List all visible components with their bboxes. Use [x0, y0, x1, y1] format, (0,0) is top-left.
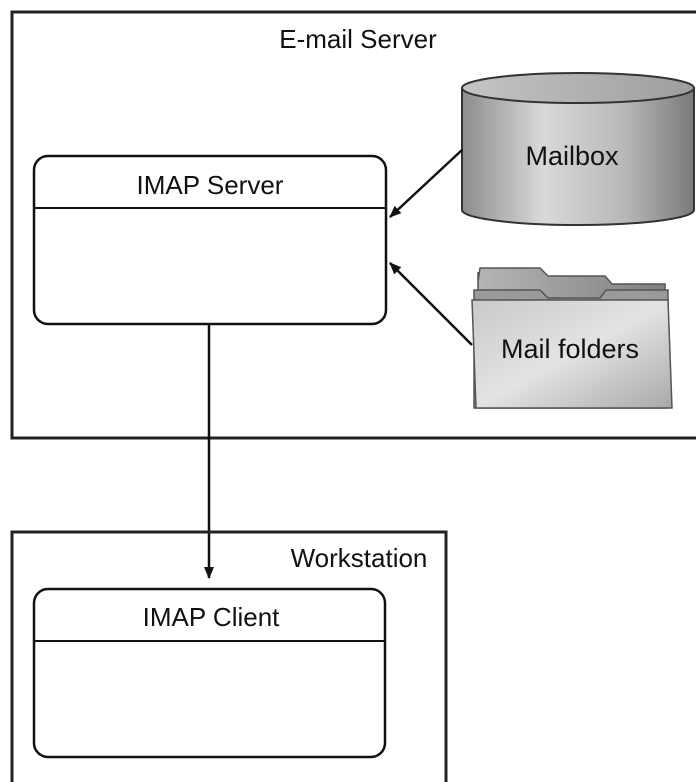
- imap-server-title: IMAP Server: [137, 170, 284, 200]
- folders-to-server-arrow: [389, 262, 473, 346]
- mailbox-label: Mailbox: [525, 141, 619, 171]
- imap-client-title: IMAP Client: [143, 602, 281, 632]
- mailbox-to-server-arrow: [389, 149, 463, 218]
- email-server-title: E-mail Server: [279, 24, 437, 54]
- workstation-boundary: Workstation: [10, 530, 448, 782]
- email-server-boundary: E-mail Server: [10, 10, 696, 440]
- workstation-title: Workstation: [291, 543, 428, 573]
- mailbox-cylinder: Mailbox: [461, 72, 695, 226]
- mail-folders-label: Mail folders: [501, 334, 639, 364]
- mail-folders-icon: Mail folders: [471, 267, 673, 409]
- imap-server-box: IMAP Server: [32, 154, 388, 326]
- imap-client-box: IMAP Client: [32, 587, 387, 759]
